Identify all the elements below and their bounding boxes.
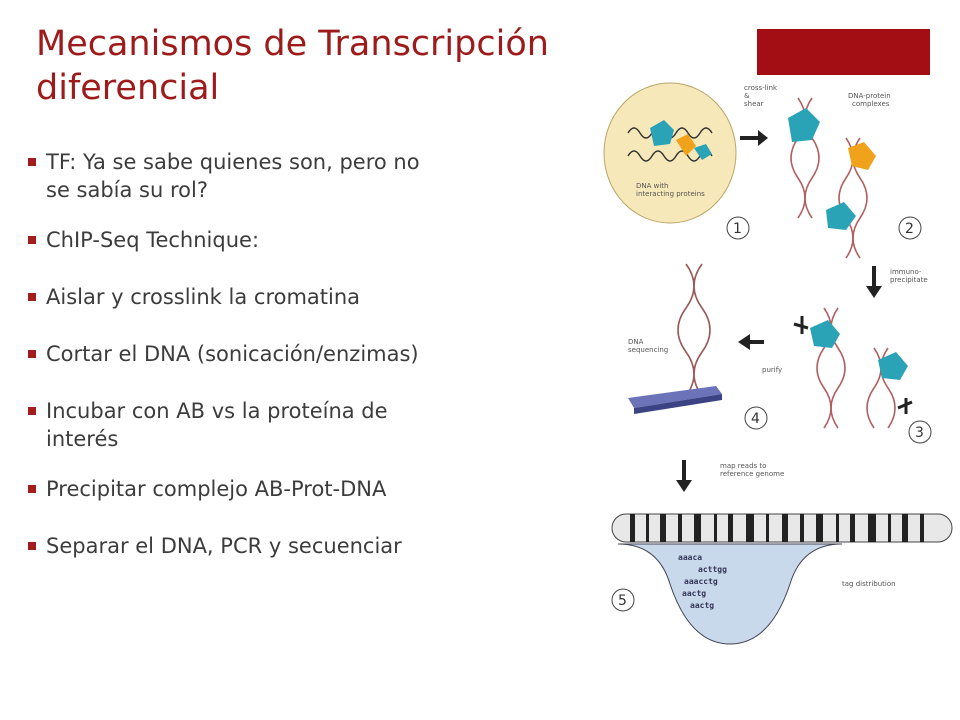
- bullet-marker-icon: [28, 293, 36, 301]
- step-4-sequencing: DNA sequencing 4: [628, 263, 768, 430]
- bullet-marker-icon: [28, 542, 36, 550]
- step-2-complexes: DNA-protein complexes 2: [788, 92, 922, 259]
- map-label-2: reference genome: [720, 470, 784, 478]
- bullet-text: TF: Ya se sabe quienes son, pero no: [46, 150, 420, 174]
- immuno-label-2: precipitate: [890, 276, 928, 284]
- bullet-list: TF: Ya se sabe quienes son, pero no se s…: [28, 148, 618, 560]
- tag-read: aaaca: [678, 553, 702, 562]
- bullet-item: Cortar el DNA (sonicación/enzimas): [28, 340, 618, 368]
- bullet-marker-icon: [28, 350, 36, 358]
- dna-label-2: interacting proteins: [636, 190, 705, 198]
- step-number-1: 1: [733, 221, 742, 237]
- crosslink-label-3: shear: [744, 100, 764, 108]
- sequencing-label-2: sequencing: [628, 346, 668, 354]
- tag-read: aactg: [682, 589, 706, 598]
- bullet-text: Incubar con AB vs la proteína de: [46, 399, 388, 423]
- bullet-item: TF: Ya se sabe quienes son, pero no se s…: [28, 148, 618, 204]
- purify-label: purify: [762, 366, 782, 374]
- complexes-label-2: complexes: [852, 100, 890, 108]
- bullet-text: Aislar y crosslink la cromatina: [46, 285, 361, 309]
- sequencing-label-1: DNA: [628, 338, 644, 346]
- bullet-marker-icon: [28, 485, 36, 493]
- title-line-1: Mecanismos de Transcripción: [36, 24, 549, 64]
- bullet-text: Precipitar complejo AB-Prot-DNA: [46, 477, 387, 501]
- bullet-text-cont: se sabía su rol?: [46, 178, 208, 202]
- tag-read: aactg: [690, 601, 714, 610]
- crosslink-label-1: cross-link: [744, 84, 778, 92]
- chip-seq-diagram: DNA with interacting proteins 1 cross-li…: [598, 78, 960, 658]
- step-3-immunoprecipitate: 3: [793, 307, 932, 444]
- bullet-text-cont: interés: [46, 427, 119, 451]
- step-number-3: 3: [915, 425, 924, 441]
- complexes-label-1: DNA-protein: [848, 92, 891, 100]
- bullet-item: Precipitar complejo AB-Prot-DNA: [28, 475, 618, 503]
- step-number-4: 4: [751, 411, 760, 427]
- step-number-2: 2: [905, 221, 914, 237]
- chip-seq-illustration: DNA with interacting proteins 1 cross-li…: [603, 82, 953, 645]
- tag-read: acttgg: [698, 565, 727, 574]
- map-label-1: map reads to: [720, 462, 766, 470]
- purify-arrow-icon: [738, 334, 764, 350]
- accent-block: [757, 29, 930, 75]
- bullet-text: ChIP-Seq Technique:: [46, 228, 260, 252]
- bullet-item: Aislar y crosslink la cromatina: [28, 283, 618, 311]
- step-1-nucleus: DNA with interacting proteins 1: [603, 82, 750, 240]
- bullet-text: Cortar el DNA (sonicación/enzimas): [46, 342, 419, 366]
- bullet-marker-icon: [28, 236, 36, 244]
- bullet-item: Separar el DNA, PCR y secuenciar: [28, 532, 618, 560]
- bullet-item: ChIP-Seq Technique:: [28, 226, 618, 254]
- bullet-marker-icon: [28, 158, 36, 166]
- tag-read: aaacctg: [684, 577, 718, 586]
- bullet-item: Incubar con AB vs la proteína de interés: [28, 397, 618, 453]
- step-number-5: 5: [618, 593, 627, 609]
- step-5-tag-distribution: aaaca acttgg aaacctg aactg aactg tag dis…: [611, 513, 953, 645]
- crosslink-arrow-icon: [740, 130, 768, 146]
- crosslink-label-2: &: [744, 92, 750, 100]
- bullet-text: Separar el DNA, PCR y secuenciar: [46, 534, 402, 558]
- bullet-marker-icon: [28, 407, 36, 415]
- immuno-label-1: immuno-: [890, 268, 922, 276]
- title-line-2: diferencial: [36, 68, 220, 108]
- map-arrow-icon: [676, 460, 692, 492]
- slide-title: Mecanismos de Transcripción diferencial: [36, 22, 676, 110]
- immuno-arrow-icon: [866, 266, 882, 298]
- dna-label-1: DNA with: [636, 182, 669, 190]
- tag-distribution-label: tag distribution: [842, 580, 896, 588]
